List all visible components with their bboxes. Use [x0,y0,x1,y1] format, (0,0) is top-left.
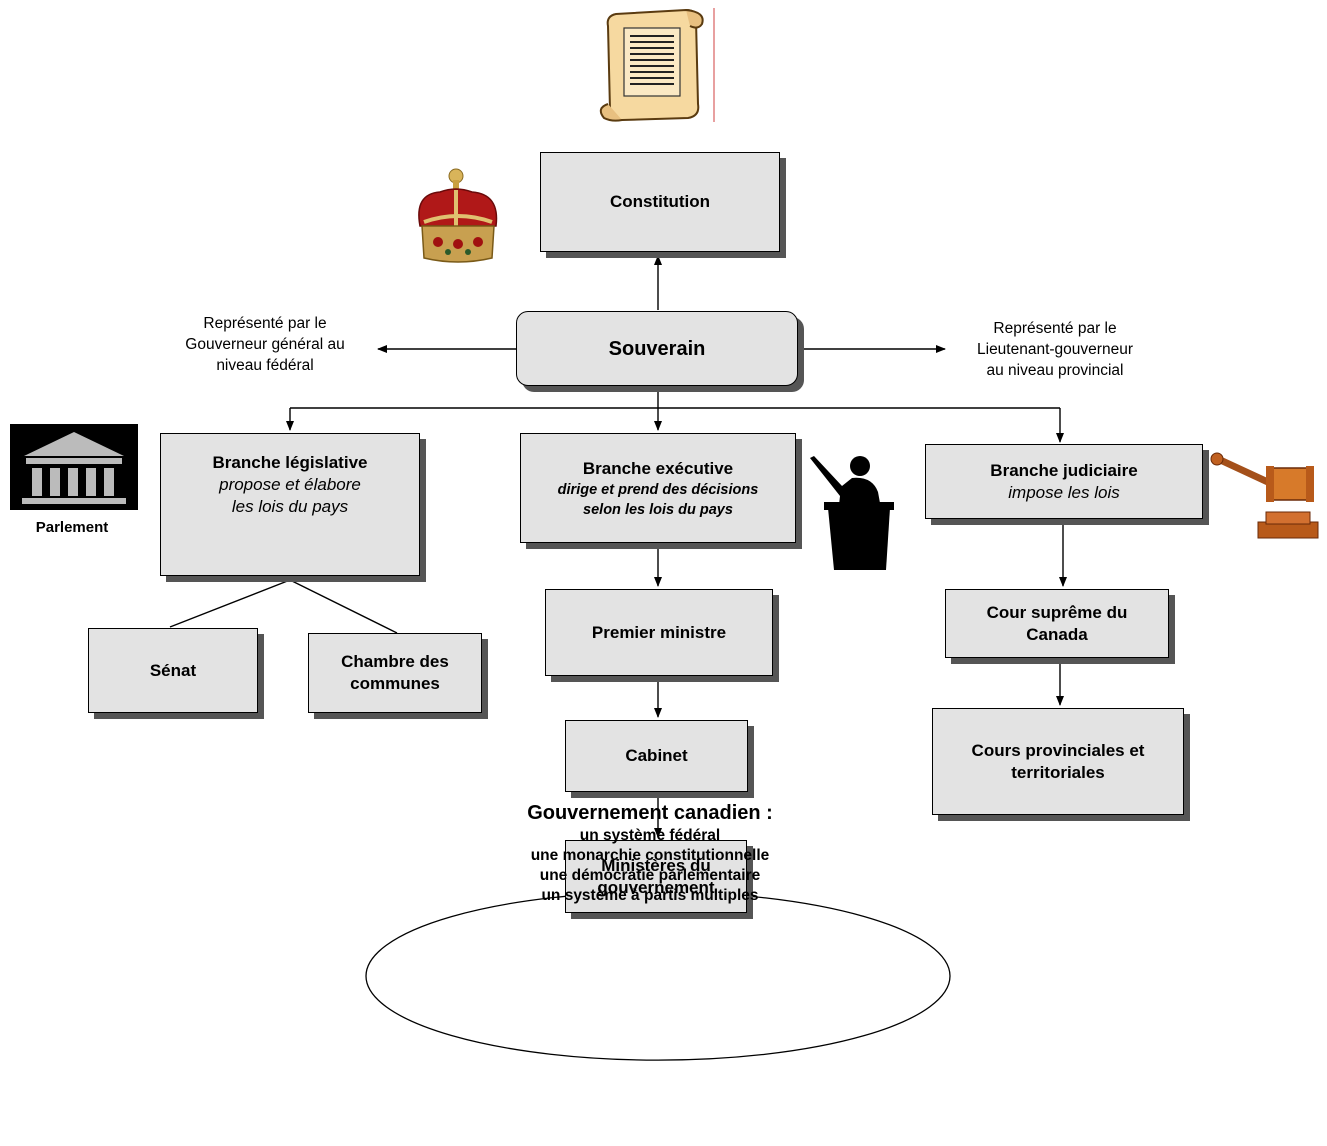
summary-line: un système à partis multiples [541,887,759,904]
prime-minister-label: Premier ministre [591,622,727,642]
executive-branch-box: Branche exécutive dirige et prend des dé… [520,433,796,543]
judicial-branch-box: Branche judiciaire impose les lois [925,444,1203,519]
summary-line: une monarchie constitutionnelle [530,847,770,864]
legislative-desc: propose et élabore [219,475,361,494]
executive-desc: selon les lois du pays [583,502,733,518]
scroll-icon [594,8,718,122]
parliament-building-icon [10,424,138,510]
summary-text: Gouvernement canadien : un système fédér… [360,800,940,906]
right-note-line: au niveau provincial [986,362,1124,379]
crown-icon [410,166,506,276]
speaker-silhouette-icon [808,452,894,570]
parliament-label: Parlement [35,519,109,536]
summary-title: Gouvernement canadien : [527,802,773,824]
constitution-box: Constitution [540,152,780,252]
left-representation-note: Représenté par le Gouverneur général au … [150,313,380,376]
house-of-commons-box: Chambre des communes [308,633,482,713]
executive-title: Branche exécutive [582,459,734,478]
right-representation-note: Représenté par le Lieutenant-gouverneur … [935,318,1175,381]
sovereign-label: Souverain [608,337,706,360]
provincial-courts-label: Cours provinciales et [971,740,1145,760]
summary-ellipse [365,891,951,1061]
senate-label: Sénat [149,660,197,680]
prime-minister-box: Premier ministre [545,589,773,676]
left-note-line: niveau fédéral [216,357,314,374]
ministries-label: gouvernement [597,877,715,897]
left-note-line: Représenté par le [203,315,327,332]
executive-desc: dirige et prend des décisions [557,482,759,498]
ministries-box: Ministères du gouvernement [565,840,747,913]
provincial-courts-box: Cours provinciales et territoriales [932,708,1184,815]
provincial-courts-label: territoriales [1011,762,1105,782]
commons-label: communes [350,674,440,693]
summary-line: un système fédéral [579,827,721,844]
gavel-icon [1210,450,1327,546]
commons-label: Chambre des [341,652,449,671]
ministries-label: Ministères du [601,855,711,875]
constitution-label: Constitution [609,192,711,211]
judicial-desc: impose les lois [1008,482,1120,502]
legislative-title: Branche législative [212,453,368,472]
legislative-desc: les lois du pays [231,497,349,516]
right-note-line: Lieutenant-gouverneur [977,341,1133,358]
summary-line: une démocratie parlementaire [539,867,761,884]
supreme-court-label: Cour suprême du [986,602,1128,622]
senate-box: Sénat [88,628,258,713]
right-note-line: Représenté par le [993,320,1117,337]
judicial-title: Branche judiciaire [990,460,1138,480]
cabinet-box: Cabinet [565,720,748,792]
supreme-court-box: Cour suprême du Canada [945,589,1169,658]
left-note-line: Gouverneur général au [185,336,345,353]
supreme-court-label: Canada [1026,624,1088,644]
cabinet-label: Cabinet [625,746,688,765]
legislative-branch-box: Branche législative propose et élabore l… [160,433,420,576]
sovereign-box: Souverain [516,311,798,386]
